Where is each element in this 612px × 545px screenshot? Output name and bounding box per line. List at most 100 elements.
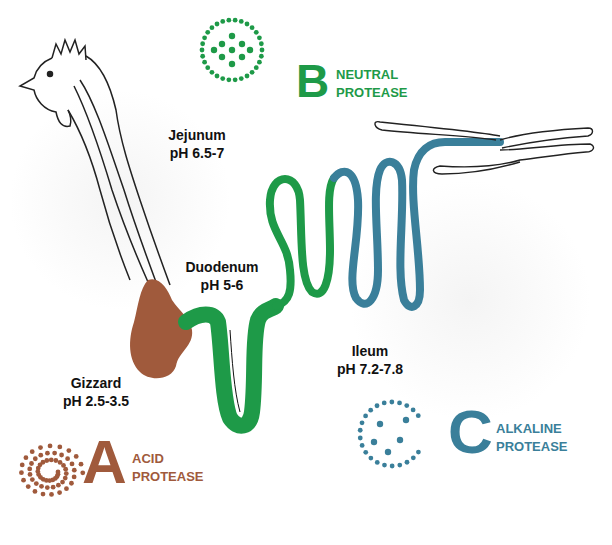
enzyme-letter: B [296,56,329,107]
protease-dot [74,454,79,459]
protease-dot [254,65,259,70]
protease-dot [233,77,238,82]
protease-dot [200,41,205,46]
protease-dot [52,451,57,456]
protease-dot [45,485,50,490]
enzyme-name: PROTEASE [496,440,568,454]
enzyme-letter: C [448,398,493,466]
protease-dot [259,54,264,59]
protease-dot [60,480,65,485]
ph-value: pH 6.5-7 [170,146,224,161]
protease-dot [57,445,62,450]
background-bubble [350,180,590,420]
protease-dot [375,460,380,465]
ceca [375,122,594,174]
protease-dot [226,18,231,23]
protease-dot [28,472,33,477]
protease-dot [20,463,25,468]
protease-dot [202,60,207,65]
protease-dot [245,22,250,27]
protease-dot [53,458,58,463]
protease-dot [72,474,77,479]
protease-dot [34,481,39,486]
protease-dot [254,30,259,35]
protease-dot [229,47,235,53]
protease-dot [38,453,43,458]
protease-dot [377,421,383,427]
protease-dot [215,22,220,27]
protease-dot [245,74,250,79]
enzyme-name: NEUTRAL [336,68,398,82]
protease-dot [69,481,74,486]
protease-dot [239,54,245,60]
protease-dot [30,477,35,482]
enzyme-name: PROTEASE [132,470,204,484]
protease-dot [19,470,24,475]
protease-dot [371,439,377,445]
protease-dot [259,41,264,46]
protease-dot [411,455,416,460]
protease-dot [250,25,255,30]
chicken-outline [20,40,170,285]
segment-name: Gizzard [71,376,122,391]
protease-dot [202,35,207,40]
protease-dot [404,403,409,408]
protease-dot [30,449,35,454]
protease-dot [239,76,244,81]
protease-dot [358,428,363,433]
protease-dot [51,485,56,490]
protease-dot [205,65,210,70]
pancreas-line [230,330,240,412]
enzyme-name: PROTEASE [336,86,408,100]
protease-dot [64,486,69,491]
protease-dot [59,453,64,458]
protease-dot [26,484,31,489]
protease-dot [405,460,410,465]
ph-value: pH 7.2-7.8 [337,362,403,377]
protease-dot [70,462,75,467]
protease-dot [416,450,421,455]
protease-dot [363,414,368,419]
protease-dot [397,400,402,405]
protease-dot [48,444,53,449]
protease-dot [389,400,394,405]
protease-dot [220,76,225,81]
protease-dot [416,413,421,418]
protease-dot [382,463,387,468]
protease-dot [63,467,68,472]
protease-dot [219,54,225,60]
protease-dot [27,467,32,472]
protease-dot [260,48,265,53]
protease-dot [49,492,54,497]
protease-dot [39,484,44,489]
protease-dot [215,74,220,79]
protease-dot [210,25,215,30]
protease-dot [239,19,244,24]
protease-dot [239,41,245,47]
ph-value: pH 5-6 [201,278,244,293]
protease-dot [219,41,225,47]
protease-dot [44,458,49,463]
protease-dot [33,456,38,461]
protease-dot [200,54,205,59]
protease-dot [397,437,403,443]
protease-dot [403,417,409,423]
protease-dot [390,464,395,469]
protease-dot [368,408,373,413]
protease-dot [226,77,231,82]
protease-dot [358,436,363,441]
protease-dot [56,483,61,488]
protease-dot [211,47,217,53]
protease-dot [24,455,29,460]
duodenum [186,306,276,426]
ph-value: pH 2.5-3.5 [63,394,129,409]
enzyme-letter: A [82,428,127,496]
protease-dot [72,468,77,473]
protease-dot [360,443,365,448]
protease-dot [397,463,402,468]
protease-dot [33,489,38,494]
protease-dot [250,70,255,75]
background-bubble [10,90,230,310]
protease-dot [45,451,50,456]
